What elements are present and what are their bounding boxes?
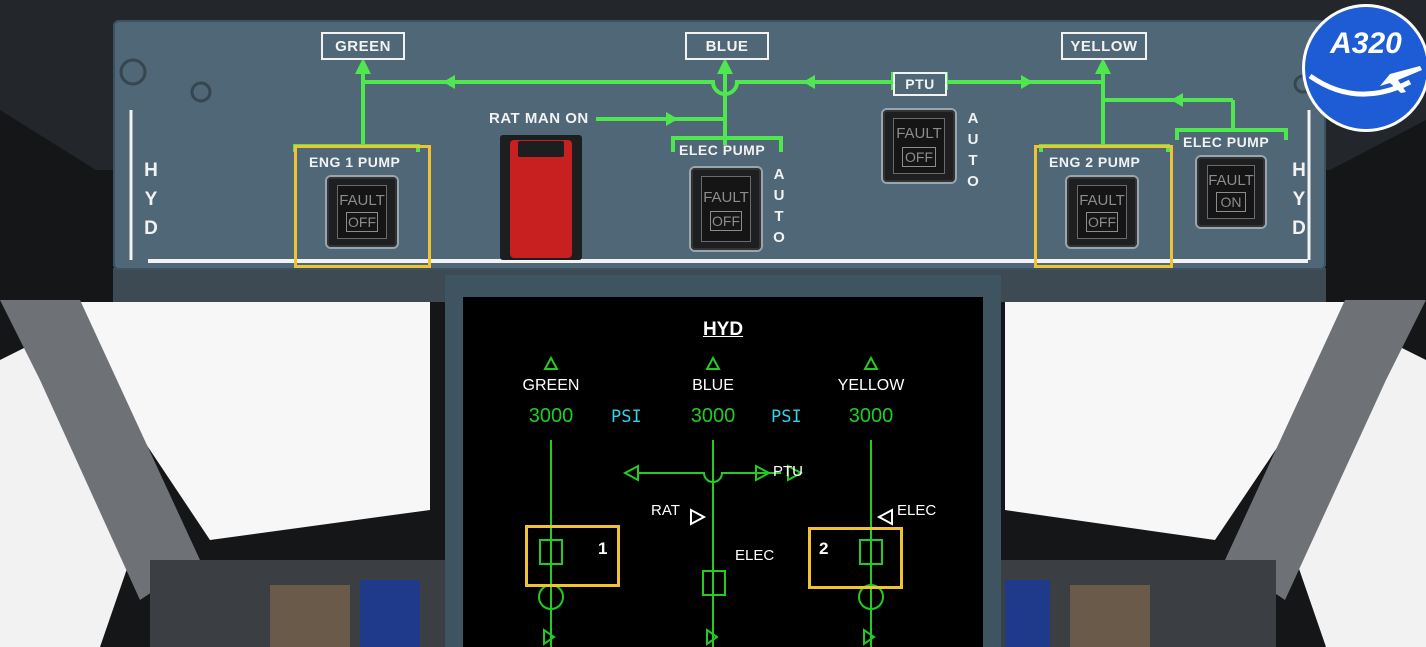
rat-man-on-label: RAT MAN ON [489,110,589,127]
hyd-letter: H [144,160,158,181]
off-light: OFF [1086,212,1118,232]
fault-light: FAULT [1079,192,1125,209]
eng2-pump-label: ENG 2 PUMP [1049,154,1141,170]
blue-elec-pump-pushbutton[interactable]: FAULT OFF [691,168,761,250]
ecam-pump2-highlight [808,527,903,589]
blue-elec-pump-face: FAULT OFF [701,176,751,242]
hyd-letter: D [1292,218,1306,239]
blue-elec-pump-label: ELEC PUMP [679,142,766,158]
a320-logo-text: A320 [1330,27,1402,60]
ecam-hyd-schematic [538,355,893,647]
rat-man-on-guard[interactable] [500,135,582,260]
ecam-yellow-label: YELLOW [837,377,905,394]
eng2-pump-highlight [1034,145,1173,268]
off-light: OFF [710,211,742,231]
ecam-pump1-number: 1 [598,539,608,558]
ecam-ptu-label: PTU [773,463,803,480]
green-system-label: GREEN [321,32,405,60]
off-light: OFF [902,147,936,167]
hyd-letter: D [144,218,158,239]
eng1-pump-pushbutton[interactable]: FAULT OFF [327,177,397,247]
ecam-hyd-page: HYD GREEN BLUE YELLOW 3000 3000 3000 PSI… [463,297,983,647]
ptu-pushbutton[interactable]: FAULT OFF [883,110,955,182]
ecam-blue-pressure: 3000 [690,405,736,427]
auto-letter: U [967,131,979,148]
yellow-elec-pump-label: ELEC PUMP [1183,134,1270,150]
hyd-letter: Y [144,189,158,210]
ecam-blue-elec-label: ELEC [735,547,775,564]
auto-letter: O [967,173,979,190]
fault-light: FAULT [896,125,942,142]
ptu-face: FAULT OFF [893,118,945,174]
hyd-letter: Y [1292,189,1306,210]
off-light: OFF [346,212,378,232]
fault-light: FAULT [1208,172,1254,189]
auto-letter: A [967,110,979,127]
ecam-page-title: HYD [702,319,744,340]
fault-light: FAULT [339,192,385,209]
eng1-pump-highlight [294,145,431,268]
airplane-icon [1308,66,1422,97]
hyd-flow-lines [119,58,1313,263]
fault-light: FAULT [703,189,749,206]
ptu-label: PTU [893,72,947,96]
auto-letter: U [773,187,785,204]
ecam-psi-unit: PSI [611,407,642,427]
ecam-pump2-number: 2 [819,539,829,558]
ecam-green-pressure: 3000 [528,405,574,427]
yellow-elec-pump-pushbutton[interactable]: FAULT ON [1197,157,1265,227]
ecam-display: HYD GREEN BLUE YELLOW 3000 3000 3000 PSI… [445,275,1001,647]
ecam-blue-label: BLUE [692,377,734,394]
yellow-system-label: YELLOW [1061,32,1147,60]
ecam-pump1-highlight [525,525,620,587]
auto-letter: T [968,152,978,169]
ecam-psi-unit: PSI [771,407,802,427]
eng2-pump-pushbutton[interactable]: FAULT OFF [1067,177,1137,247]
eng1-pump-face: FAULT OFF [337,185,387,239]
on-light: ON [1216,192,1246,212]
ecam-green-label: GREEN [522,377,580,394]
eng1-pump-label: ENG 1 PUMP [309,154,401,170]
auto-letter: A [773,166,785,183]
a320-logo: A320 [1302,4,1426,132]
auto-letter: T [774,208,784,225]
eng2-pump-face: FAULT OFF [1077,185,1127,239]
ecam-yellow-elec-label: ELEC [897,502,937,519]
blue-system-label: BLUE [685,32,769,60]
ecam-rat-label: RAT [651,502,680,519]
hyd-letter: H [1292,160,1306,181]
auto-letter: O [773,229,785,246]
yellow-elec-pump-face: FAULT ON [1207,165,1255,219]
ecam-yellow-pressure: 3000 [848,405,894,427]
